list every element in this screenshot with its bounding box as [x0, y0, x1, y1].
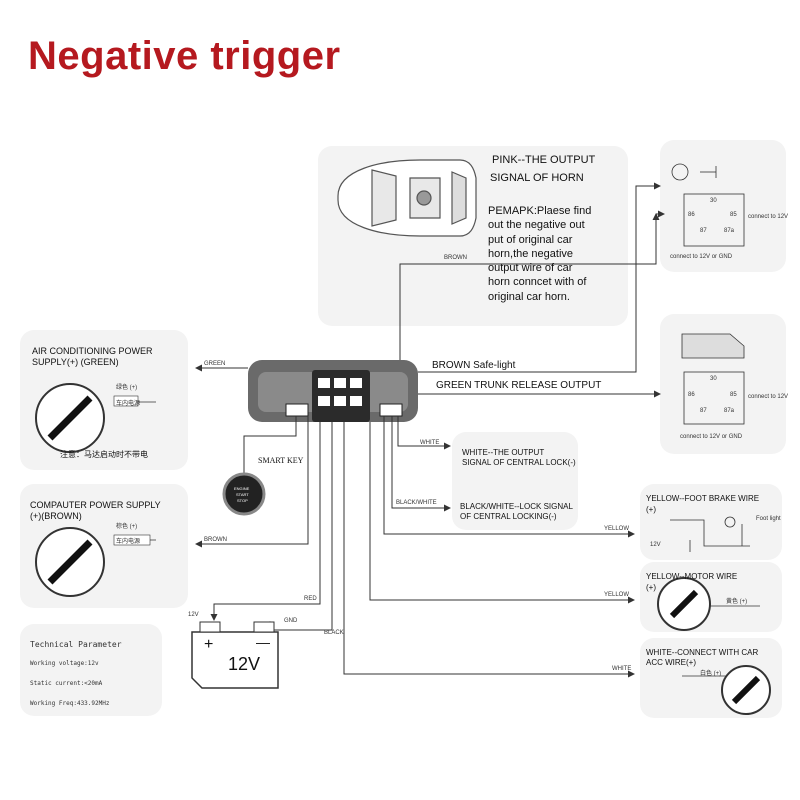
acc-tag: 白色 (+) — [700, 671, 722, 677]
smart-key-label: SMART KEY — [258, 456, 304, 465]
motor-label: YELLOW--MOTOR WIRE — [646, 572, 738, 581]
relay-bottom-86: 86 — [688, 392, 695, 398]
motor-tag: 黄色 (+) — [726, 599, 748, 605]
relay-bottom-30: 30 — [710, 376, 717, 382]
tech-current: Static current:<20mA — [30, 680, 103, 687]
computer-label-line2: (+)(BROWN) — [30, 511, 82, 521]
acc-switch — [682, 665, 771, 715]
foot-brake-panel — [640, 484, 782, 560]
wire-yellow-2: YELLOW — [604, 592, 630, 598]
battery-voltage: 12V — [228, 654, 261, 674]
relay-top-30: 30 — [710, 198, 717, 204]
ac-tag-2: 车内电源 — [116, 401, 141, 407]
foot-brake-12v: 12V — [650, 542, 661, 548]
start-line2: START — [236, 492, 249, 497]
car-top-view — [337, 159, 477, 237]
wire-gnd: GND — [284, 618, 298, 624]
engine-start-button — [222, 472, 266, 516]
battery-plus: + — [204, 636, 214, 653]
wire-brown-safe-light: BROWN Safe-light — [432, 360, 516, 371]
central-white-line1: WHITE--THE OUTPUT — [462, 448, 545, 457]
relay-bottom-85: 85 — [730, 392, 737, 398]
computer-tag-2: 车内电源 — [116, 539, 141, 545]
computer-ignition-switch — [35, 527, 156, 597]
relay-bottom-87: 87 — [700, 408, 707, 414]
foot-brake-circuit — [670, 516, 750, 552]
foot-brake-plus: (+) — [646, 505, 656, 514]
wire-12v: 12V — [188, 612, 199, 618]
horn-title-line1: PINK--THE OUTPUT — [492, 154, 596, 166]
ac-ignition-switch — [35, 383, 156, 453]
relay-bottom-connect-gnd: connect to 12V or GND — [680, 434, 743, 440]
acc-label-line2: ACC WIRE(+) — [646, 658, 696, 667]
relay-bottom-connect-12v: connect to 12V — [748, 394, 789, 400]
horn-title-line2: SIGNAL OF HORN — [490, 172, 584, 184]
technical-panel — [20, 624, 162, 716]
wire-white-2: WHITE — [612, 666, 632, 672]
wire-black: BLACK — [324, 630, 344, 636]
ac-label-line2: SUPPLY(+) (GREEN) — [32, 357, 119, 367]
ac-tag-1: 绿色 (+) — [116, 385, 138, 391]
relay-top-87: 87 — [700, 228, 707, 234]
battery — [191, 621, 279, 689]
computer-tag-1: 棕色 (+) — [116, 524, 138, 530]
alarm-module — [248, 360, 418, 422]
diagram-title: Negative trigger — [28, 34, 341, 78]
acc-label-line1: WHITE--CONNECT WITH CAR — [646, 648, 759, 657]
wire-brown-top: BROWN — [444, 255, 467, 261]
ac-note: 注意：马达启动时不带电 — [60, 450, 148, 459]
ac-label-line1: AIR CONDITIONING POWER — [32, 346, 153, 356]
tech-voltage: Working voltage:12v — [30, 660, 99, 667]
motor-plus: (+) — [646, 583, 656, 592]
relay-top-connect-gnd: connect to 12V or GND — [670, 254, 733, 260]
central-black-line1: BLACK/WHITE--LOCK SIGNAL — [460, 502, 573, 511]
wire-green-trunk: GREEN TRUNK RELEASE OUTPUT — [436, 380, 602, 391]
relay-top-87a: 87a — [724, 228, 735, 234]
relay-top-panel — [660, 140, 786, 272]
tech-heading: Technical Parameter — [30, 640, 122, 649]
foot-light-label: Foot light — [756, 516, 781, 522]
central-lock-panel — [452, 432, 578, 530]
start-line1: ENGINE — [234, 486, 250, 491]
relay-top-85: 85 — [730, 212, 737, 218]
motor-switch — [657, 577, 760, 631]
start-line3: STOP — [237, 498, 248, 503]
trunk-relay — [681, 333, 745, 425]
wire-white: WHITE — [420, 440, 440, 446]
relay-top-connect-12v: connect to 12V — [748, 214, 789, 220]
relay-bottom-87a: 87a — [724, 408, 735, 414]
battery-minus: — — [256, 634, 270, 650]
computer-label-line1: COMPAUTER POWER SUPPLY — [30, 500, 161, 510]
central-black-line2: OF CENTRAL LOCKING(-) — [460, 512, 557, 521]
wire-yellow-1: YELLOW — [604, 526, 630, 532]
foot-brake-label: YELLOW--FOOT BRAKE WIRE — [646, 494, 760, 503]
wire-black-white: BLACK/WHITE — [396, 500, 437, 506]
relay-top-86: 86 — [688, 212, 695, 218]
horn-relay — [671, 163, 745, 247]
wire-green-left: GREEN — [204, 361, 226, 367]
wire-brown-left: BROWN — [204, 537, 227, 543]
tech-freq: Working Freq:433.92MHz — [30, 700, 110, 707]
horn-remark: PEMAPK:Plaese find out the negative out … — [488, 205, 592, 303]
central-white-line2: SIGNAL OF CENTRAL LOCK(-) — [462, 458, 576, 467]
wire-red: RED — [304, 596, 317, 602]
